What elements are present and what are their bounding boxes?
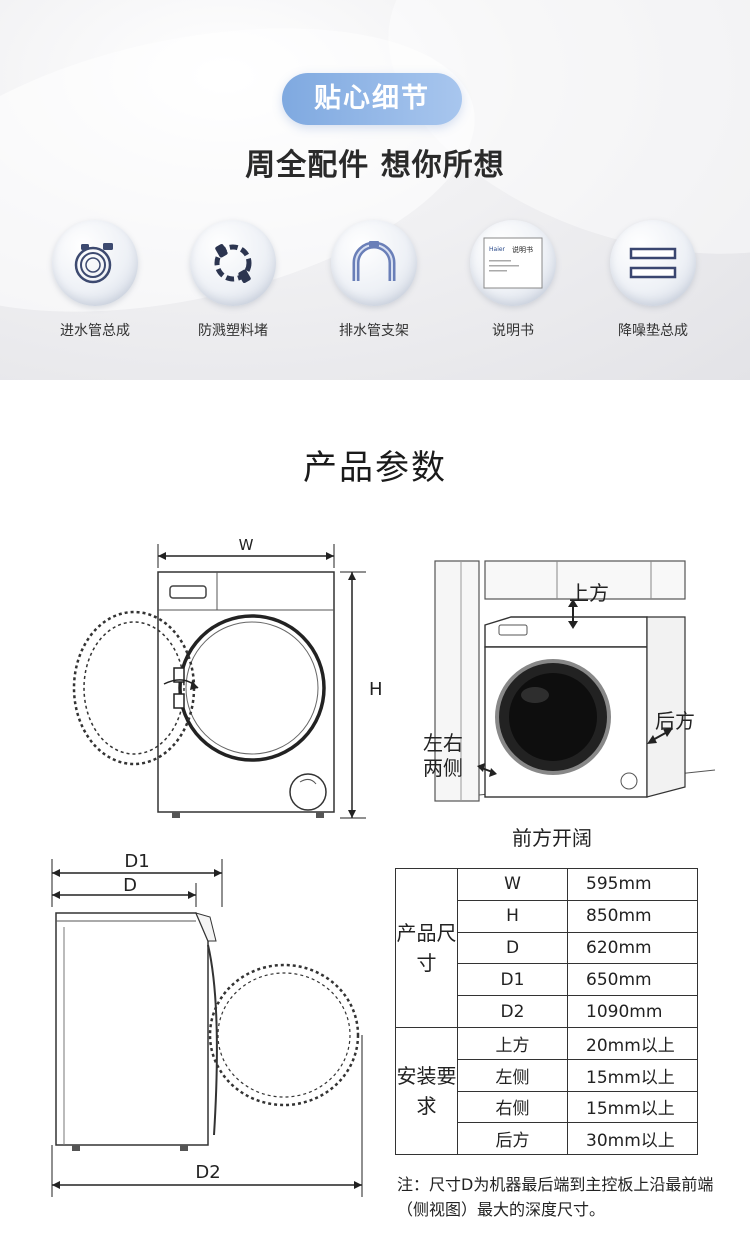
dim-d1-label: D1	[124, 851, 149, 872]
side-view-diagram: D1 D D2	[51, 851, 363, 1197]
section-pill: 贴心细节	[282, 73, 462, 125]
installation-diagram	[434, 560, 716, 802]
install-top-label: 上方	[569, 581, 609, 605]
spec-value: 30mm以上	[567, 1122, 698, 1156]
size-group-cell: 产品尺寸	[395, 868, 458, 1028]
accessory-label: 防溅塑料堵	[198, 323, 268, 339]
spec-key: 左侧	[457, 1058, 568, 1092]
spec-value: 595mm	[567, 868, 698, 901]
accessory-bubble	[610, 220, 696, 306]
accessory-bubble: Haier 说明书	[470, 220, 556, 306]
accessory-bubble	[52, 220, 138, 306]
accessory-label: 排水管支架	[339, 323, 409, 339]
table-row: 左侧 15mm以上	[396, 1058, 698, 1092]
params-title: 产品参数	[303, 448, 447, 488]
table-row: 产品尺寸 W 595mm	[395, 868, 698, 1028]
table-row: 右侧 15mm以上	[396, 1090, 698, 1124]
table-row: D1 650mm	[396, 963, 698, 997]
spec-key: H	[457, 899, 568, 933]
install-group-cell: 安装要求	[395, 1026, 458, 1156]
table-row: 安装要求 上方 20mm以上	[395, 1026, 698, 1156]
table-row: 后方 30mm以上	[396, 1122, 698, 1156]
spec-value: 1090mm	[567, 995, 698, 1028]
accessory-item: 进水管总成	[25, 220, 165, 340]
spec-value: 15mm以上	[567, 1090, 698, 1124]
table-row: H 850mm	[396, 899, 698, 933]
spec-key: W	[457, 868, 568, 901]
drain-bracket-icon	[352, 241, 396, 281]
spec-key: D1	[457, 963, 568, 997]
accessory-label: 进水管总成	[60, 323, 130, 339]
accessory-item: 排水管支架	[304, 220, 444, 340]
manual-brand: Haier	[489, 246, 506, 253]
accessory-item: 防溅塑料堵	[163, 220, 303, 340]
spec-value: 620mm	[567, 931, 698, 965]
dim-w-label: W	[239, 536, 254, 554]
dim-d-label: D	[123, 875, 137, 896]
install-sides-label-2: 两侧	[423, 756, 463, 780]
spec-table: 产品尺寸 W 595mm H 850mm D 620mm D1 650mm D2…	[395, 868, 698, 1156]
manual-icon: Haier 说明书	[483, 237, 543, 289]
spec-key: 上方	[457, 1026, 568, 1060]
table-row: D2 1090mm	[396, 995, 698, 1028]
accessory-bubble	[190, 220, 276, 306]
accessories-banner: 贴心细节 周全配件 想你所想 进水管总成	[0, 0, 750, 380]
install-front-label: 前方开阔	[512, 826, 592, 850]
accessory-label: 说明书	[492, 323, 534, 339]
footnote: 注：尺寸D为机器最后端到主控板上沿最前端（侧视图）最大的深度尺寸。	[397, 1175, 714, 1219]
splash-plug-icon	[214, 244, 252, 283]
noise-pad-icon	[629, 247, 677, 279]
spec-value: 650mm	[567, 963, 698, 997]
dim-d2-label: D2	[195, 1162, 220, 1183]
spec-value: 20mm以上	[567, 1026, 698, 1060]
table-row: D 620mm	[396, 931, 698, 965]
accessory-item: 降噪垫总成	[583, 220, 723, 340]
front-view-diagram: W H	[72, 536, 383, 819]
accessory-item: Haier 说明书 说明书	[443, 220, 583, 340]
spec-key: 右侧	[457, 1090, 568, 1124]
spec-key: 后方	[457, 1122, 568, 1156]
install-sides-label-1: 左右	[423, 731, 463, 755]
inlet-hose-icon	[74, 243, 113, 284]
spec-value: 15mm以上	[567, 1058, 698, 1092]
banner-subtitle: 周全配件 想你所想	[245, 148, 505, 183]
spec-value: 850mm	[567, 899, 698, 933]
accessory-list: 进水管总成 防溅塑料堵 排水管支架	[0, 220, 750, 350]
install-back-label: 后方	[655, 709, 695, 733]
manual-cover-title: 说明书	[512, 245, 533, 254]
dim-h-label: H	[369, 679, 383, 700]
accessory-bubble	[331, 220, 417, 306]
spec-key: D	[457, 931, 568, 965]
size-group-label: 产品尺寸	[396, 920, 457, 975]
accessory-label: 降噪垫总成	[618, 323, 688, 339]
spec-key: D2	[457, 995, 568, 1028]
install-group-label: 安装要求	[396, 1064, 457, 1119]
